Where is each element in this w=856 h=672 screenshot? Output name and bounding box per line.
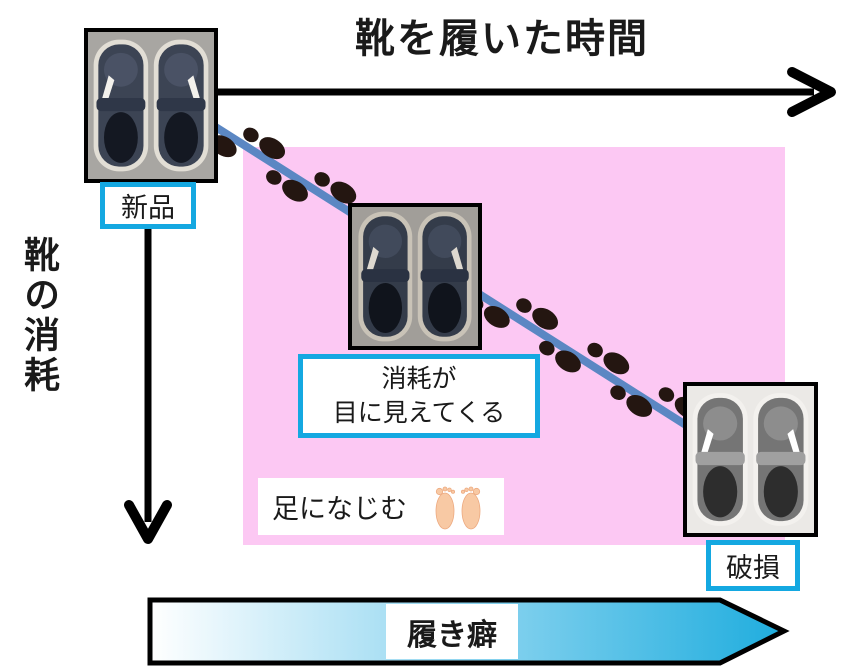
y-axis-label: 靴の消耗 bbox=[18, 236, 59, 396]
x-axis-arrow bbox=[200, 67, 836, 117]
habit-arrow-label: 履き癖 bbox=[386, 604, 518, 659]
shoe-photo-damaged bbox=[683, 382, 818, 537]
habit-arrow-label-text: 履き癖 bbox=[407, 617, 497, 653]
shoe-photo-worn bbox=[348, 203, 482, 350]
shoe-photo-new bbox=[84, 28, 218, 183]
stage-label-visible-wear: 消耗が 目に見えてくる bbox=[298, 354, 540, 438]
stage-label-visible-wear-text: 消耗が 目に見えてくる bbox=[333, 362, 506, 430]
stage-label-damage-text: 破損 bbox=[726, 553, 780, 584]
note-fits-foot: 足になじむ bbox=[258, 478, 504, 535]
shoe-pair-icon bbox=[693, 393, 809, 526]
stage-label-new: 新品 bbox=[100, 182, 196, 229]
note-fits-foot-text: 足になじむ bbox=[272, 494, 407, 525]
diagram-title: 靴を履いた時間 bbox=[355, 16, 649, 62]
stage-label-damage: 破損 bbox=[706, 540, 800, 591]
bare-feet-icon bbox=[433, 483, 483, 531]
stage-label-new-text: 新品 bbox=[121, 193, 175, 224]
shoe-pair-icon bbox=[358, 212, 471, 342]
wear-line2: 目に見えてくる bbox=[332, 398, 506, 427]
wear-line1: 消耗が bbox=[381, 364, 457, 393]
y-axis-arrow bbox=[124, 205, 172, 544]
shoe-pair-icon bbox=[94, 40, 209, 172]
